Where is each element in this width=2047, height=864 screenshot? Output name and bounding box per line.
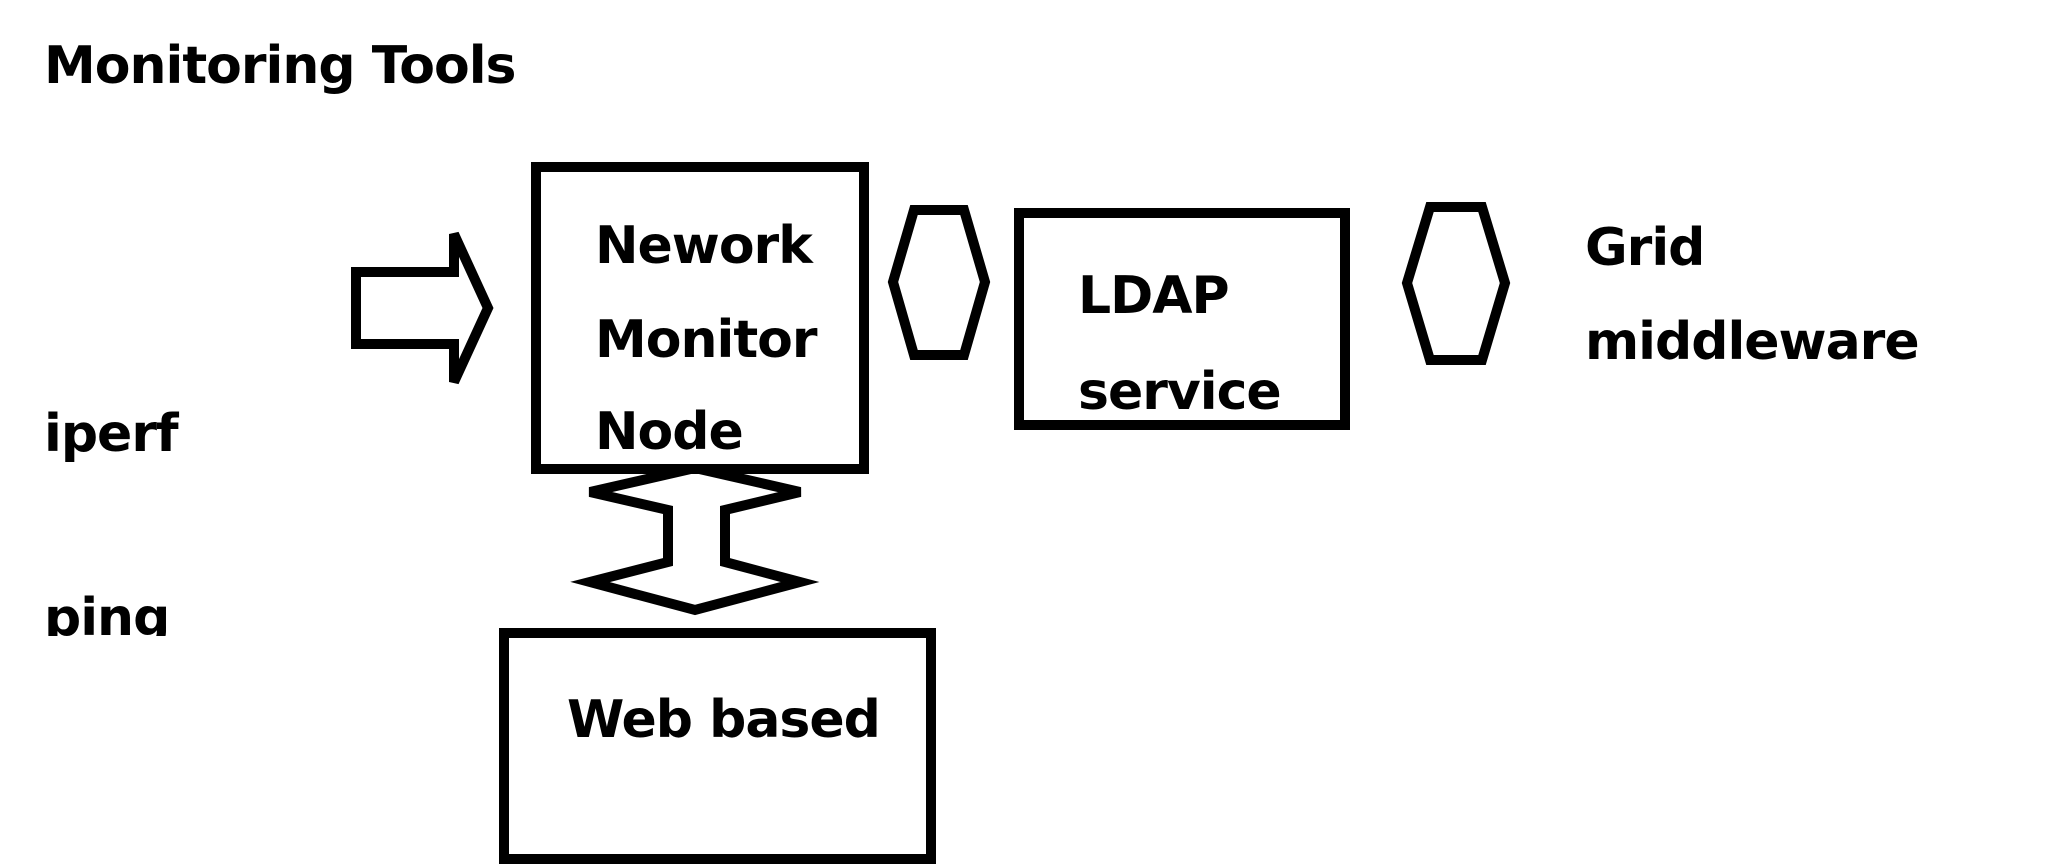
ldap-line-2: service [1078, 362, 1282, 422]
grid-label-line-1: Grid [1585, 218, 1705, 278]
monitor-node-line-1: Nework [595, 216, 813, 276]
tool-label-ping: ping [44, 592, 170, 636]
grid-label-line-2: middleware [1585, 312, 1920, 372]
network-monitor-node-box: Nework Monitor Node [531, 162, 869, 474]
monitor-web-double-arrow [570, 462, 820, 616]
diagram-title: Monitoring Tools [44, 36, 516, 96]
monitor-node-line-2: Monitor [595, 310, 818, 370]
ldap-line-1: LDAP [1078, 266, 1230, 326]
web-box-line-1: Web based [567, 690, 881, 750]
ldap-grid-double-arrow [1401, 202, 1511, 365]
tool-label-iperf: iperf [44, 404, 179, 464]
monitor-node-line-3: Node [595, 402, 744, 462]
web-based-box: Web based [499, 628, 936, 864]
input-arrow [351, 231, 494, 385]
ldap-service-box: LDAP service [1014, 208, 1350, 430]
monitor-ldap-double-arrow [887, 205, 991, 360]
